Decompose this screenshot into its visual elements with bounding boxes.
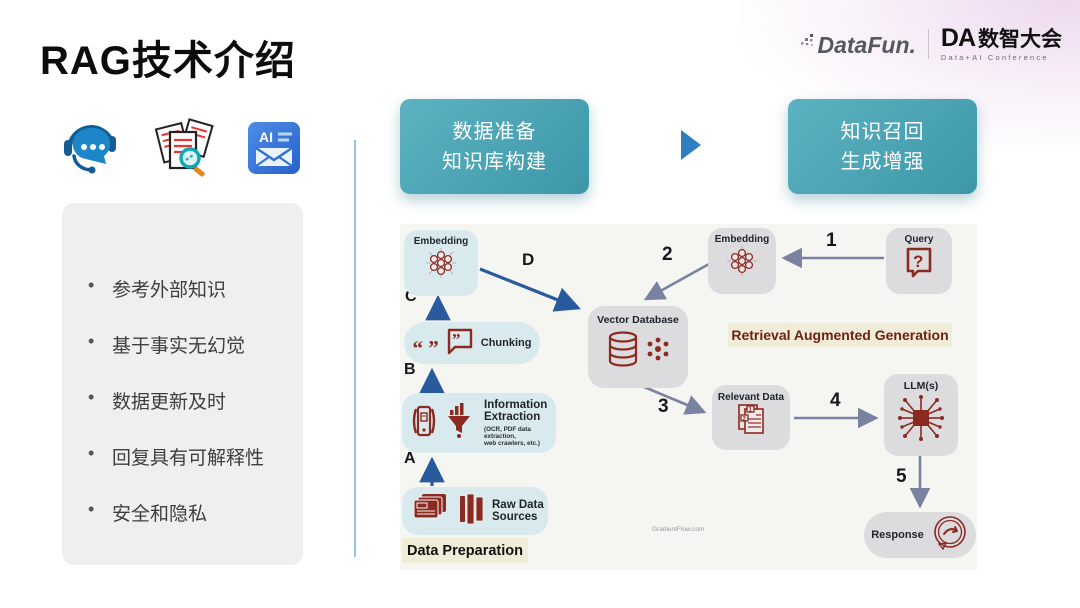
node-sublabel: web crawlers, etc.) bbox=[484, 440, 540, 447]
node-label: Chunking bbox=[480, 337, 532, 349]
svg-text:”: ” bbox=[452, 330, 461, 349]
quote-bubble-icon: ” bbox=[445, 326, 475, 361]
svg-text:?: ? bbox=[913, 252, 923, 271]
stage-knowledge-recall: 知识召回 生成增强 bbox=[788, 99, 977, 194]
step-label-C: C bbox=[405, 288, 417, 305]
ai-mail-icon: AI bbox=[246, 120, 302, 181]
list-item: 数据更新及时 bbox=[88, 387, 303, 414]
node-relevant-data: Relevant Data 1 2 bbox=[712, 385, 790, 450]
list-item: 基于事实无幻觉 bbox=[88, 331, 303, 358]
conference-name: 数智大会 bbox=[978, 28, 1062, 51]
vertical-divider bbox=[354, 140, 356, 557]
watermark: GradientFlow.com bbox=[652, 526, 705, 533]
flow-arrows bbox=[419, 247, 931, 509]
molecule-icon bbox=[424, 247, 458, 284]
node-embedding-left: Embedding bbox=[404, 230, 478, 296]
node-label: Relevant Data bbox=[717, 392, 785, 403]
datafun-dots-icon bbox=[800, 28, 816, 55]
node-raw-data-sources: Raw Data Sources bbox=[402, 487, 548, 535]
funnel-icon bbox=[444, 402, 474, 445]
step-label-D: D bbox=[522, 250, 535, 269]
node-vector-database: Vector Database bbox=[588, 306, 688, 388]
node-embedding-right: Embedding bbox=[708, 228, 776, 294]
conference-subtitle: Data+AI Conference bbox=[940, 53, 1049, 62]
vector-cluster-icon bbox=[645, 336, 671, 367]
node-label: Embedding bbox=[714, 234, 770, 245]
data-preparation-label: Data Preparation bbox=[402, 538, 528, 563]
list-item: 安全和隐私 bbox=[88, 499, 303, 526]
step-label-B: B bbox=[404, 361, 416, 378]
svg-text:1: 1 bbox=[749, 408, 753, 414]
header-logos: DataFun. DA 数智大会 Data+AI Conference bbox=[800, 26, 1062, 62]
page-title: RAG技术介绍 bbox=[40, 39, 296, 83]
node-label: Information bbox=[484, 399, 548, 411]
rag-flow-diagram: C B A D 1 2 3 4 5 Embedding “ ” bbox=[400, 224, 977, 570]
step-label-A: A bbox=[404, 450, 416, 467]
ocr-device-icon bbox=[410, 403, 438, 444]
benefits-list: 参考外部知识 基于事实无幻觉 数据更新及时 回复具有可解释性 安全和隐私 bbox=[62, 203, 303, 526]
node-sublabel: (OCR, PDF data extraction, bbox=[484, 426, 531, 440]
list-item: 回复具有可解释性 bbox=[88, 443, 303, 470]
newspapers-icon bbox=[412, 492, 450, 531]
stage-arrow-icon bbox=[681, 130, 701, 160]
stage1-line1: 数据准备 bbox=[452, 120, 537, 143]
question-bubble-icon: ? bbox=[902, 245, 936, 284]
stage-data-preparation: 数据准备 知识库构建 bbox=[400, 99, 589, 194]
node-label: Sources bbox=[492, 511, 538, 523]
node-chunking: “ ” ” Chunking bbox=[404, 322, 540, 364]
node-label: Embedding bbox=[413, 236, 469, 247]
benefits-panel: 参考外部知识 基于事实无幻觉 数据更新及时 回复具有可解释性 安全和隐私 bbox=[62, 203, 303, 565]
conference-da-mark: DA bbox=[940, 24, 976, 52]
database-icon bbox=[606, 329, 640, 374]
molecule-icon bbox=[725, 245, 759, 282]
chip-icon bbox=[895, 392, 947, 449]
node-label: Response bbox=[871, 529, 924, 541]
node-label: Raw Data bbox=[492, 499, 544, 511]
conference-logo: DA 数智大会 Data+AI Conference bbox=[941, 26, 1062, 62]
node-label: LLM(s) bbox=[903, 380, 939, 392]
svg-text:2: 2 bbox=[743, 417, 747, 423]
stage2-line2: 生成增强 bbox=[840, 150, 925, 173]
step-label-5: 5 bbox=[896, 466, 907, 487]
node-label: Extraction bbox=[484, 411, 541, 423]
node-query: Query ? bbox=[886, 228, 952, 294]
logo-divider bbox=[927, 28, 929, 59]
node-response: Response bbox=[864, 512, 976, 558]
ranked-documents-icon: 1 2 bbox=[733, 403, 769, 440]
node-label: Vector Database bbox=[597, 314, 679, 326]
chat-support-icon bbox=[62, 120, 120, 181]
step-label-3: 3 bbox=[658, 396, 669, 417]
list-item: 参考外部知识 bbox=[88, 275, 303, 302]
svg-text:AI: AI bbox=[259, 129, 273, 145]
reply-bubble-icon bbox=[931, 514, 969, 557]
step-label-4: 4 bbox=[830, 390, 841, 411]
document-search-icon bbox=[152, 118, 214, 183]
rag-title-label: Retrieval Augmented Generation bbox=[728, 323, 952, 347]
datafun-logo-text: DataFun. bbox=[817, 32, 916, 59]
datafun-logo: DataFun. bbox=[800, 28, 916, 59]
stage1-line2: 知识库构建 bbox=[442, 150, 547, 173]
step-label-1: 1 bbox=[826, 230, 837, 251]
stage2-line1: 知识召回 bbox=[840, 120, 925, 143]
quotes-icon: “ ” bbox=[412, 336, 439, 360]
node-llm: LLM(s) bbox=[884, 374, 958, 456]
books-icon bbox=[458, 492, 484, 531]
node-information-extraction: Information Extraction (OCR, PDF data ex… bbox=[402, 393, 556, 453]
topic-icon-row: AI bbox=[62, 118, 302, 183]
node-label: Query bbox=[904, 234, 934, 245]
step-label-2: 2 bbox=[662, 244, 673, 265]
